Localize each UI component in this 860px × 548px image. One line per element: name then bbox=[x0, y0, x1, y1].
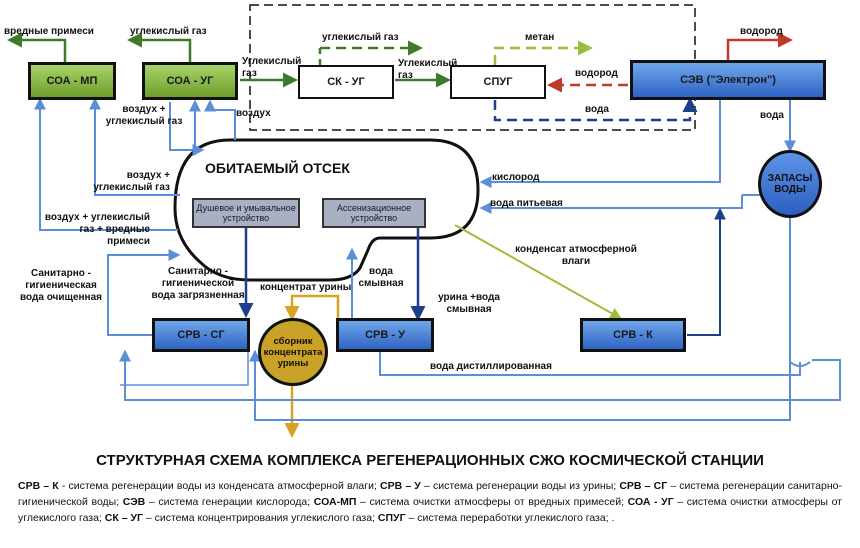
label-air-top: воздух bbox=[236, 108, 271, 119]
label-urine-concentrate: концентрат урины bbox=[260, 282, 352, 293]
label-air-co2-2: воздух + углекислый газ bbox=[93, 170, 170, 193]
sev-block: СЭВ ("Электрон") bbox=[630, 60, 826, 100]
shower-device: Душевое и умывальное устройство bbox=[192, 198, 300, 228]
label-co2-b: Углекислый газ bbox=[398, 58, 458, 81]
legend-definition: – система переработки углекислого газа; … bbox=[405, 512, 615, 524]
soa-mp-block: СОА - МП bbox=[28, 62, 116, 100]
label-co2-top: углекислый газ bbox=[130, 26, 207, 37]
label-sanitary-dirty: Санитарно - гигиенической вода загрязнен… bbox=[151, 266, 245, 301]
legend-abbr: СПУГ bbox=[377, 512, 406, 524]
toilet-device: Ассенизационное устройство bbox=[322, 198, 426, 228]
label-air-co2-1: воздух + углекислый газ bbox=[105, 104, 183, 127]
srv-sg-block: СРВ - СГ bbox=[152, 318, 250, 352]
legend-definition: – система очистки атмосферы от вредных п… bbox=[356, 496, 628, 508]
label-drinking-water: вода питьевая bbox=[490, 198, 563, 209]
legend-abbr: СОА - УГ bbox=[627, 496, 674, 508]
legend-text: СРВ – К - система регенерации воды из ко… bbox=[18, 478, 842, 526]
srv-k-block: СРВ - К bbox=[580, 318, 686, 352]
label-hydrogen-in: водород bbox=[575, 68, 618, 79]
habitat-title: ОБИТАЕМЫЙ ОТСЕК bbox=[205, 160, 350, 176]
legend-definition: – система регенерации санитарно-гигиенич… bbox=[18, 480, 842, 508]
label-condensate: конденсат атмосферной влаги bbox=[515, 244, 637, 267]
label-co2-a: Углекислый газ bbox=[242, 56, 302, 79]
label-air-co2-harmful: воздух + углекислый газ + вредные примес… bbox=[44, 212, 150, 247]
label-urine-flush: урина +вода смывная bbox=[438, 292, 500, 315]
legend-abbr: СРВ – У bbox=[380, 480, 421, 492]
label-distilled-water: вода дистиллированная bbox=[430, 361, 552, 372]
label-water-sev: вода bbox=[760, 110, 784, 121]
legend-definition: – система регенерации воды из урины; bbox=[420, 480, 620, 492]
label-oxygen: кислород bbox=[492, 172, 540, 183]
water-reserve-tank: ЗАПАСЫ ВОДЫ bbox=[758, 150, 822, 218]
legend-abbr: СК – УГ bbox=[104, 512, 143, 524]
legend-definition: – система концентрирования углекислого г… bbox=[142, 512, 378, 524]
urine-concentrate-collector: сборник концентрата урины bbox=[258, 318, 328, 386]
label-co2-dashed: углекислый газ bbox=[322, 32, 399, 43]
legend-abbr: СЭВ bbox=[122, 496, 146, 508]
legend-abbr: СРВ – СГ bbox=[619, 480, 668, 492]
legend-definition: - система регенерации воды из конденсата… bbox=[58, 480, 381, 492]
label-sanitary-clean: Санитарно - гигиеническая вода очищенная bbox=[20, 268, 102, 303]
label-flush-water: вода смывная bbox=[358, 266, 404, 289]
legend-abbr: СРВ – К bbox=[18, 480, 59, 492]
label-harmful-impurities: вредные примеси bbox=[4, 26, 94, 37]
diagram-title: СТРУКТУРНАЯ СХЕМА КОМПЛЕКСА РЕГЕНЕРАЦИОН… bbox=[96, 452, 764, 469]
legend-definition: – система генерации кислорода; bbox=[145, 496, 314, 508]
legend-definition: – система очистки атмосферы от углекисло… bbox=[18, 496, 842, 524]
sk-ug-block: СК - УГ bbox=[298, 65, 394, 99]
spug-block: СПУГ bbox=[450, 65, 546, 99]
legend-abbr: СОА-МП bbox=[313, 496, 357, 508]
label-water-spug: вода bbox=[585, 104, 609, 115]
label-hydrogen-out: водород bbox=[740, 26, 783, 37]
soa-ug-block: СОА - УГ bbox=[142, 62, 238, 100]
label-methane: метан bbox=[525, 32, 555, 43]
srv-u-block: СРВ - У bbox=[336, 318, 434, 352]
